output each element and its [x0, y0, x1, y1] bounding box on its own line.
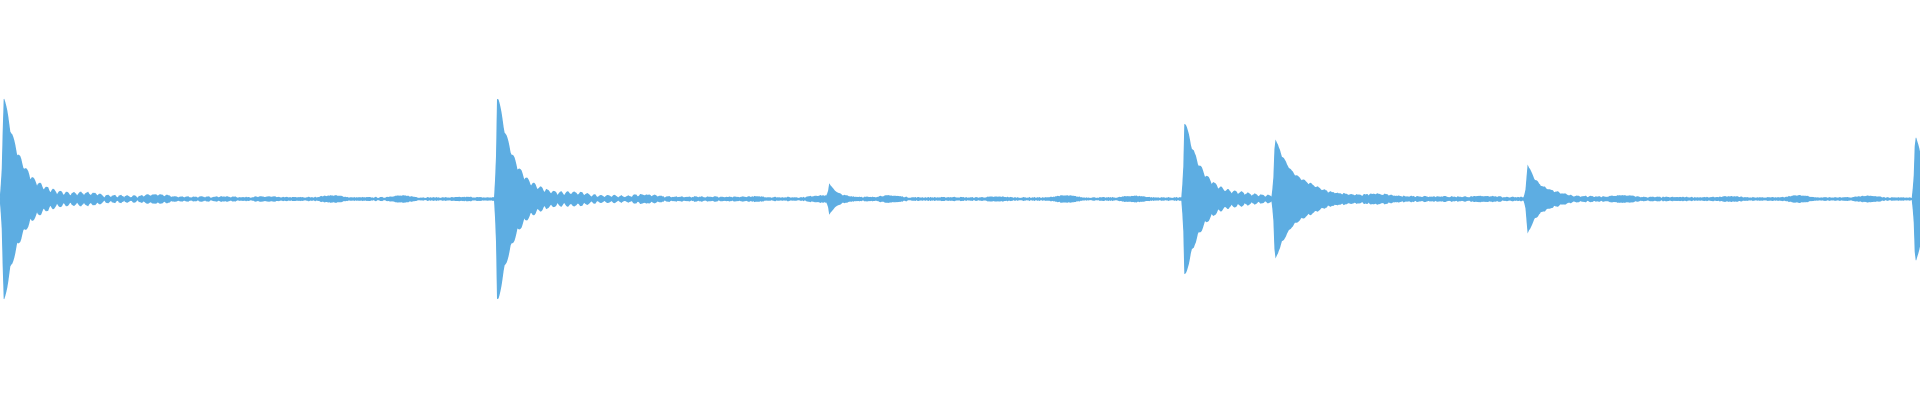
waveform-envelope	[0, 98, 1920, 300]
